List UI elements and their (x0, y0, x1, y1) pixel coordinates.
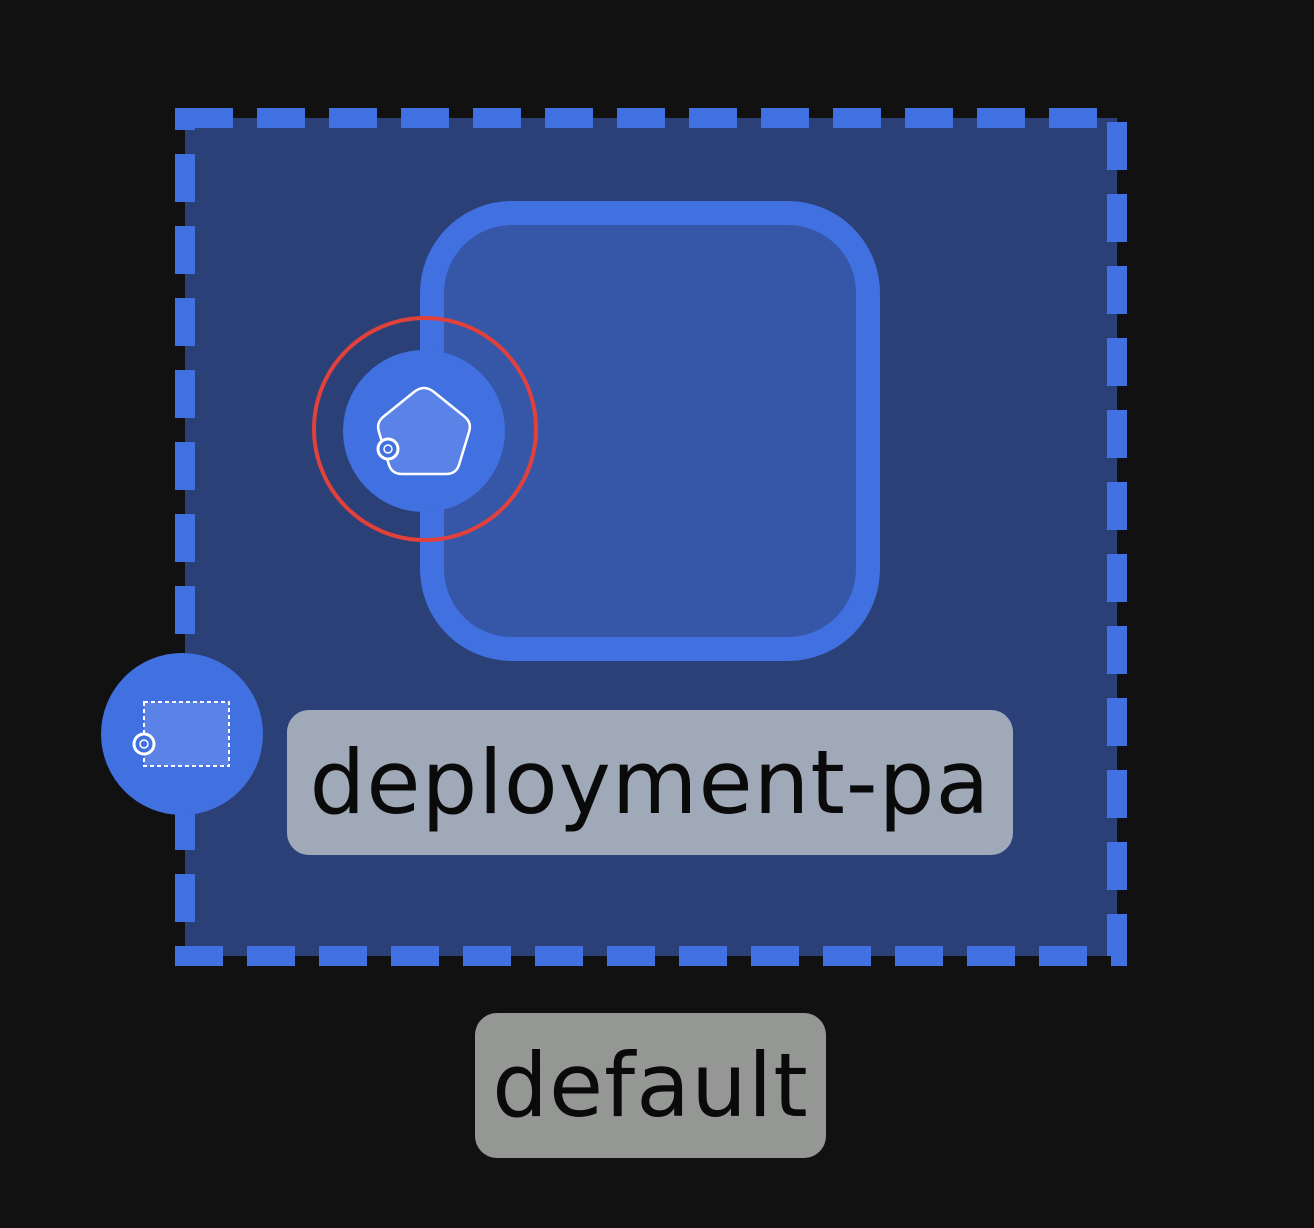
namespace-node[interactable] (101, 653, 263, 815)
pod-pentagon-icon (376, 386, 472, 476)
pod-node[interactable] (312, 316, 538, 542)
namespace-label: default (475, 1013, 826, 1158)
kubernetes-helm-icon (376, 437, 400, 461)
namespace-dashed-rect-icon (143, 701, 230, 767)
kubernetes-helm-icon (132, 732, 156, 756)
deployment-label: deployment-pa (287, 710, 1013, 855)
selection-ring (312, 316, 538, 542)
